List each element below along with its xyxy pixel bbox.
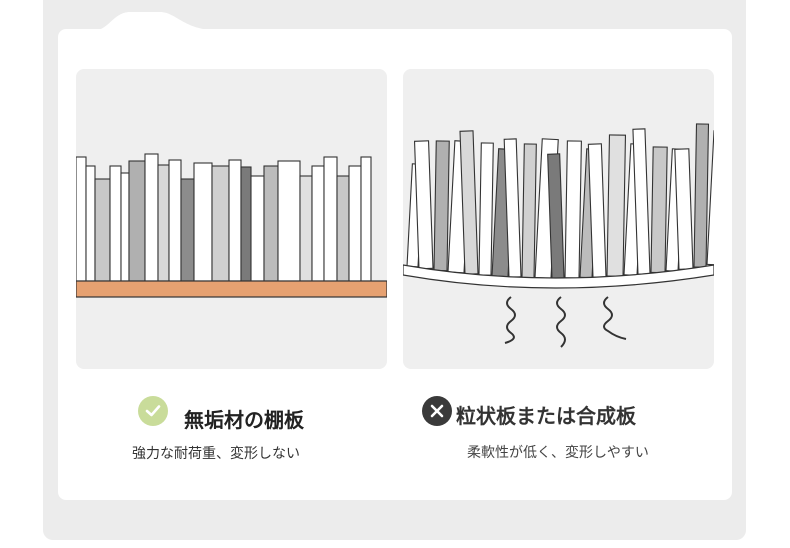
book <box>228 159 242 282</box>
book <box>564 140 582 279</box>
particle-board-subtitle: 柔軟性が低く、変形しやすい <box>467 445 649 461</box>
deform-squiggle-1 <box>504 296 516 344</box>
book <box>94 178 111 282</box>
book <box>120 172 130 282</box>
book <box>240 166 252 282</box>
left-book-row <box>76 153 372 282</box>
book <box>211 165 230 282</box>
book <box>521 143 537 279</box>
book <box>478 142 494 276</box>
solid-shelf-board <box>76 280 387 298</box>
book <box>76 156 87 282</box>
bent-shelf-board <box>403 264 714 289</box>
cross-icon <box>422 396 452 426</box>
book <box>128 160 146 282</box>
book <box>109 165 122 282</box>
book <box>650 146 668 274</box>
book <box>85 165 96 282</box>
solid-wood-subtitle: 強力な耐荷重、変形しない <box>132 446 300 462</box>
book <box>336 175 350 282</box>
book <box>311 165 325 282</box>
solid-wood-title: 無垢材の棚板 <box>184 408 304 432</box>
book <box>706 130 714 266</box>
particle-board-illustration <box>403 69 714 369</box>
book <box>433 140 450 272</box>
solid-shelf-svg <box>76 153 387 298</box>
right-book-row <box>406 123 714 279</box>
particle-board-title: 粒状板または合成板 <box>456 404 636 428</box>
deform-squiggle-2 <box>556 296 566 348</box>
book <box>193 162 213 282</box>
book <box>180 178 195 282</box>
book <box>299 175 313 282</box>
checkmark-icon <box>138 396 168 426</box>
book <box>250 175 265 282</box>
solid-wood-illustration <box>76 69 387 369</box>
book <box>144 153 159 282</box>
book <box>157 164 170 282</box>
book <box>360 156 372 282</box>
book <box>168 159 182 282</box>
book <box>693 123 710 268</box>
bent-shelf-svg <box>403 123 714 348</box>
book <box>323 156 338 282</box>
book <box>348 165 362 282</box>
book <box>606 134 627 277</box>
book <box>277 160 301 282</box>
book <box>263 165 279 282</box>
deform-squiggle-3 <box>603 296 627 340</box>
